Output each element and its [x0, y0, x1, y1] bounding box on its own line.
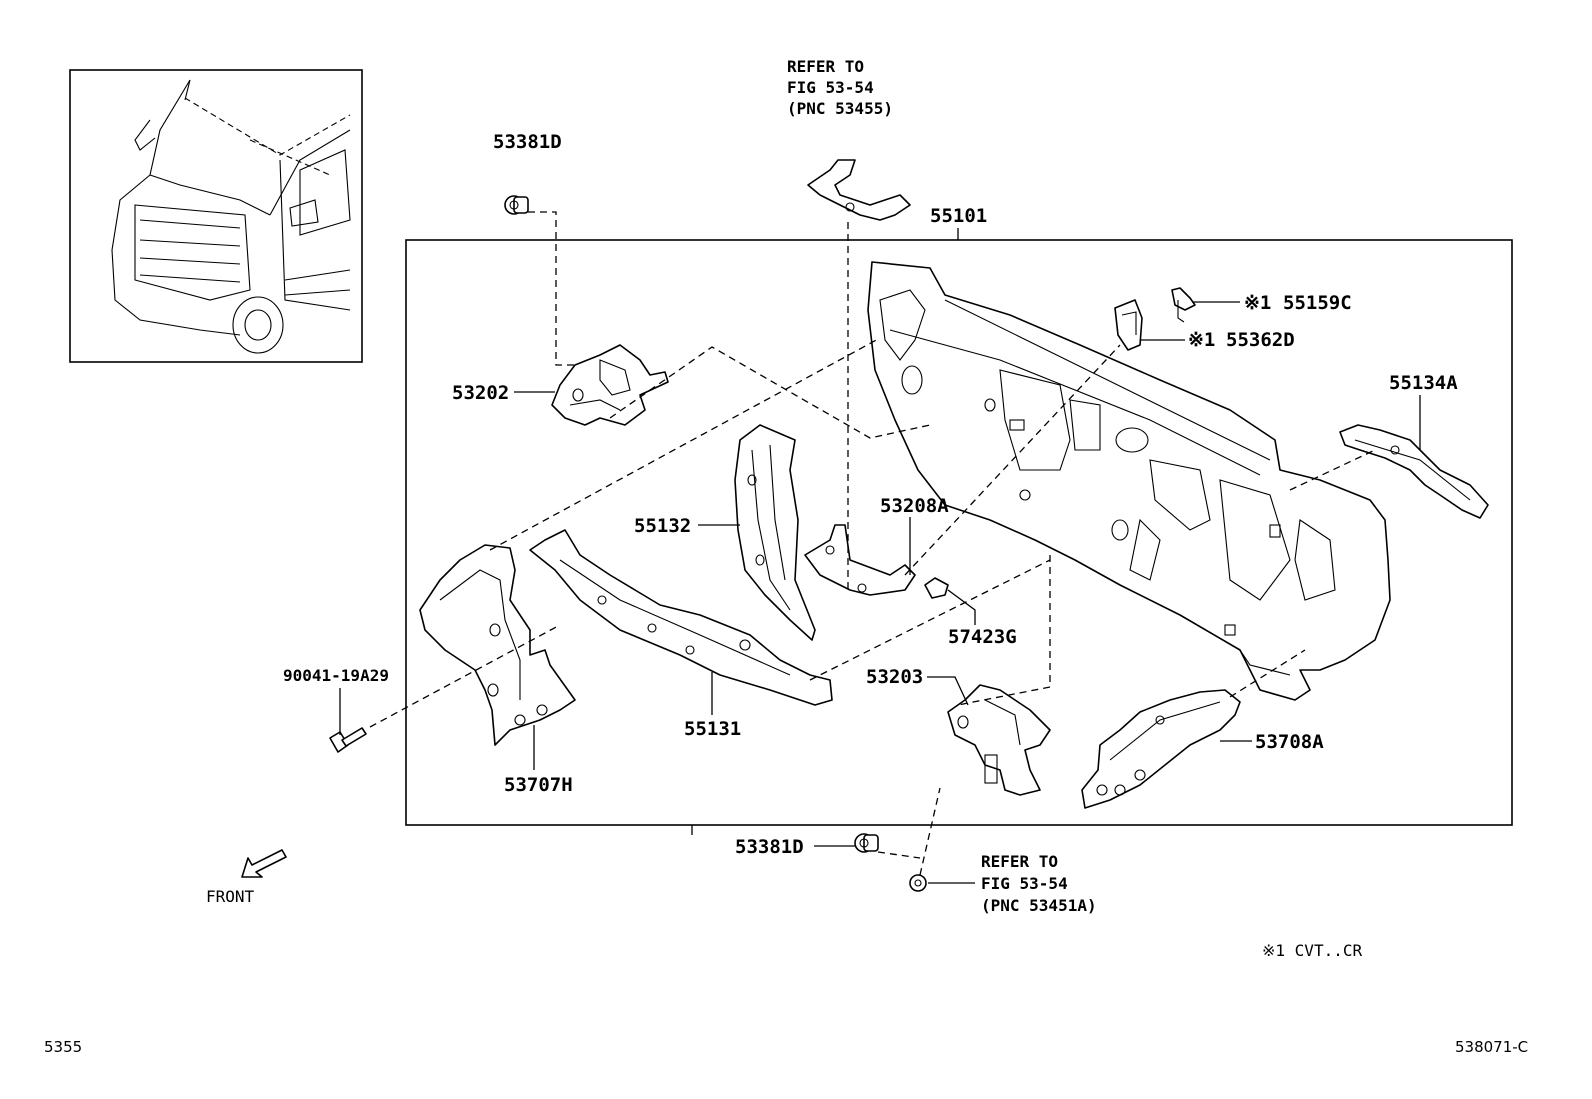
- label-53202: 53202: [452, 382, 509, 404]
- ref-top-line-1: REFER TO: [787, 57, 864, 76]
- footer-left-code: 5355: [44, 1038, 82, 1056]
- legend-note: ※1 CVT..CR: [1262, 941, 1362, 960]
- ref-top-line-2: FIG 53-54: [787, 78, 874, 97]
- front-label: FRONT: [206, 887, 255, 906]
- part-53707H-side-panel: [419, 544, 576, 746]
- label-55101: 55101: [930, 205, 987, 227]
- ref-bottom-line-3: (PNC 53451A): [981, 896, 1097, 915]
- part-55134A-reinforcement: [1339, 424, 1489, 519]
- label-55132: 55132: [634, 515, 691, 537]
- part-ref-53455-bracket: [807, 159, 911, 221]
- label-53381D-bottom: 53381D: [735, 836, 804, 858]
- mark-55362D: ※1: [1188, 329, 1215, 351]
- ref-top-line-3: (PNC 53455): [787, 99, 893, 118]
- part-53203-bracket: [947, 684, 1051, 796]
- part-53202-bracket: [551, 344, 669, 426]
- label-53707H: 53707H: [504, 774, 573, 796]
- part-53381D-nut-top: [504, 195, 529, 215]
- label-53208A: 53208A: [880, 495, 949, 517]
- part-57423G-bracket: [924, 577, 949, 599]
- part-55362D-clip: [1114, 299, 1143, 351]
- label-55131: 55131: [684, 718, 741, 740]
- vehicle-illustration: [111, 79, 351, 354]
- label-90041-19A29: 90041-19A29: [283, 666, 389, 685]
- assembly-lines: [369, 211, 1376, 876]
- label-53708A: 53708A: [1255, 731, 1324, 753]
- part-55131-crossmember: [529, 529, 833, 706]
- part-55159C-clip: [1171, 287, 1196, 323]
- reference-bottom: REFER TO FIG 53-54 (PNC 53451A): [981, 852, 1097, 915]
- leader-lines: [339, 301, 1421, 884]
- part-53381D-nut-bottom: [854, 833, 879, 853]
- ref-bottom-line-2: FIG 53-54: [981, 874, 1068, 893]
- label-55159C: 55159C: [1283, 292, 1352, 314]
- ref-bottom-line-1: REFER TO: [981, 852, 1058, 871]
- mark-55159C: ※1: [1244, 292, 1271, 314]
- reference-top: REFER TO FIG 53-54 (PNC 53455): [787, 57, 893, 118]
- front-arrow-icon: [241, 849, 287, 878]
- part-90041-bolt: [329, 727, 367, 753]
- label-55134A: 55134A: [1389, 372, 1458, 394]
- assembly-frame: [405, 239, 1513, 826]
- label-53203: 53203: [866, 666, 923, 688]
- part-55132-brace: [734, 424, 816, 641]
- part-ref-53451A-grommet: [909, 874, 927, 892]
- vehicle-inset: [69, 69, 363, 363]
- label-53381D-top: 53381D: [493, 131, 562, 153]
- label-55362D: 55362D: [1226, 329, 1295, 351]
- part-labels: 53381D 55101 53202 ※1 55159C ※1 55362D 5…: [283, 131, 1458, 858]
- part-53208A-bracket: [804, 524, 916, 596]
- part-53708A-panel: [1081, 689, 1241, 809]
- part-55101-dash-panel: [867, 261, 1391, 701]
- footer-right-code: 538071-C: [1455, 1038, 1528, 1056]
- label-57423G: 57423G: [948, 626, 1017, 648]
